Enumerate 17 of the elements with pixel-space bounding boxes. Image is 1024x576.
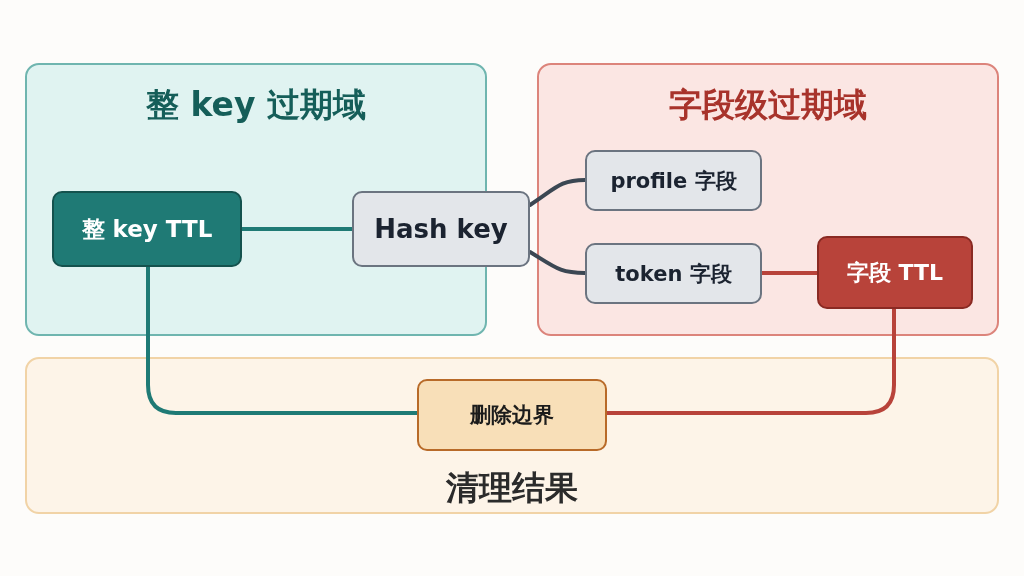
process-box: 整 key TTL	[52, 191, 242, 267]
process-box: 字段 TTL	[817, 236, 973, 309]
process-box: Hash key	[352, 191, 530, 267]
process-box: token 字段	[585, 243, 762, 304]
process-box: 删除边界	[417, 379, 607, 451]
connector-line	[760, 271, 819, 275]
process-box: profile 字段	[585, 150, 762, 211]
region-panel	[25, 357, 999, 514]
connector-line	[146, 265, 419, 415]
connector-line	[528, 250, 587, 275]
panel-title: 整 key 过期域	[145, 84, 367, 126]
connector-line	[240, 227, 354, 231]
panel-title: 字段级过期域	[668, 84, 868, 126]
connector-line	[605, 307, 896, 415]
connector-line	[528, 178, 587, 207]
panel-title: 清理结果	[445, 467, 579, 509]
region-panel	[537, 63, 999, 336]
